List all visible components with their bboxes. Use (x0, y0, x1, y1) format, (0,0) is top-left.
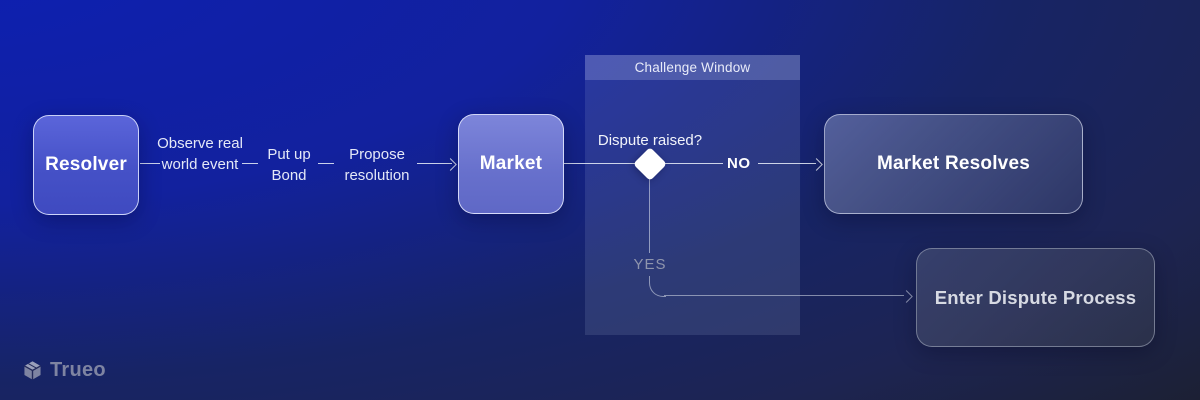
challenge-window-title: Challenge Window (634, 60, 751, 75)
node-enter-dispute-process-label: Enter Dispute Process (934, 286, 1137, 308)
edge-bond-propose (318, 163, 334, 164)
cube-icon (22, 360, 43, 381)
arrowhead-dispute-icon (900, 290, 913, 303)
challenge-window-header: Challenge Window (585, 55, 800, 80)
edge-label-bond: Put up Bond (267, 146, 311, 184)
node-market: Market (458, 114, 564, 214)
edge-yes-dispute (664, 295, 904, 296)
edge-decision-yes (649, 177, 650, 253)
arrowhead-resolves-icon (810, 158, 823, 171)
node-market-resolves: Market Resolves (824, 114, 1083, 214)
brand-name: Trueo (50, 359, 106, 381)
arrowhead-market-icon (444, 158, 457, 171)
edge-resolver-observe (140, 163, 160, 164)
no-branch-label: NO (727, 155, 751, 172)
edge-label-observe: Observe real world event (157, 135, 243, 173)
node-market-resolves-label: Market Resolves (877, 153, 1030, 174)
node-market-label: Market (479, 153, 543, 174)
node-resolver: Resolver (33, 115, 139, 215)
node-enter-dispute-process: Enter Dispute Process (916, 248, 1155, 347)
edge-no-resolves (758, 163, 816, 164)
edge-label-propose: Propose resolution (344, 146, 410, 184)
yes-branch-label: YES (633, 256, 667, 273)
decision-question: Dispute raised? (597, 132, 703, 149)
node-resolver-label: Resolver (45, 154, 127, 175)
brand-logo: Trueo (22, 359, 106, 382)
edge-propose-market (417, 163, 452, 164)
challenge-window-panel: Challenge Window (585, 55, 800, 335)
edge-observe-bond (242, 163, 258, 164)
